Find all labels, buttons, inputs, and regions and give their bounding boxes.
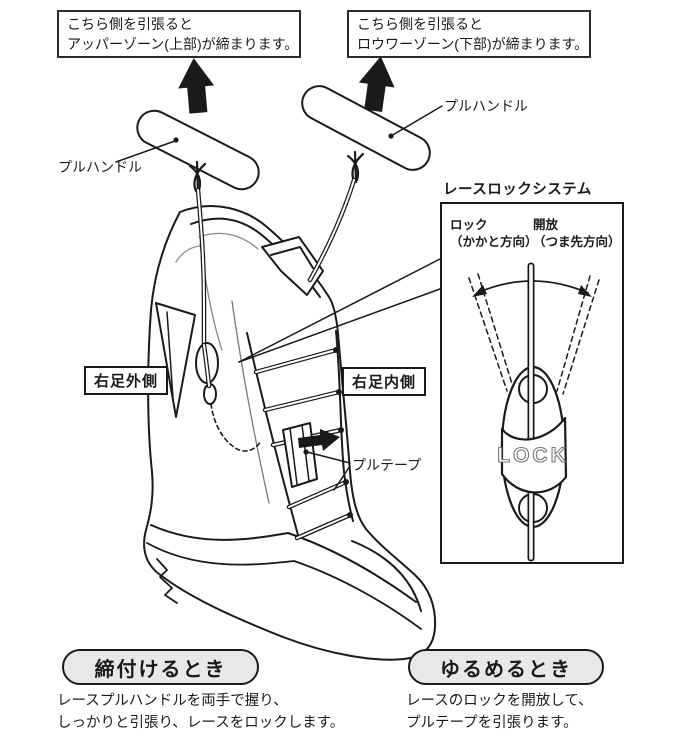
lace-knot-right <box>346 150 365 184</box>
boot-outline <box>143 205 437 661</box>
sole <box>150 524 417 603</box>
note-lower-zone: こちら側を引張ると ロウワーゾーン(下部)が締まります。 <box>347 10 591 58</box>
right-foot-inner-tag: 右足内側 <box>342 367 427 396</box>
pull-up-arrow-left-icon <box>178 58 215 114</box>
note-line: こちら側を引張ると <box>357 16 483 32</box>
inset-open-column: 開放 （つま先方向） <box>533 217 621 251</box>
desc-line: レースのロックを開放して、 <box>406 693 593 709</box>
note-line: アッパーゾーン(上部)が締まります。 <box>67 36 299 52</box>
pull-handle-left-label: プルハンドル <box>58 159 142 175</box>
heel-tab <box>155 302 196 418</box>
note-line: こちら側を引張ると <box>67 16 193 32</box>
inset-open-sub: （つま先方向） <box>533 235 621 249</box>
pull-handle-right-label: プルハンドル <box>444 98 528 114</box>
inset-lock-column: ロック （かかと方向） <box>450 217 538 251</box>
desc-line: しっかりと引張り、レースをロックします。 <box>57 715 345 731</box>
leader-lines <box>115 105 443 491</box>
tighten-pill: 締付けるとき <box>62 649 259 685</box>
inset-lock-sub: （かかと方向） <box>450 235 538 249</box>
desc-line: レースプルハンドルを両手で握り、 <box>57 693 288 709</box>
pull-tape-strap <box>282 422 340 488</box>
note-upper-zone: こちら側を引張ると アッパーゾーン(上部)が締まります。 <box>57 10 301 58</box>
note-line: ロウワーゾーン(下部)が締まります。 <box>357 36 589 52</box>
inset-lock-label: ロック <box>450 218 488 232</box>
pull-up-arrow-right-icon <box>358 56 395 112</box>
desc-line: プルテープを引張ります。 <box>406 715 578 731</box>
pull-tape-label: プルテープ <box>352 457 422 473</box>
inset-open-label: 開放 <box>533 218 559 232</box>
inset-title: レースロックシステム <box>443 182 592 198</box>
pull-tape-arrow-icon <box>298 429 340 451</box>
inset-frame <box>440 202 624 564</box>
boot-laces <box>253 347 353 541</box>
tighten-description: レースプルハンドルを両手で握り、 しっかりと引張り、レースをロックします。 <box>57 690 344 734</box>
liner-strap <box>261 236 324 296</box>
loosen-pill: ゆるめるとき <box>408 649 604 685</box>
lace-knot-left <box>188 160 207 194</box>
pull-handle-right <box>301 85 431 283</box>
right-foot-outer-tag: 右足外側 <box>84 366 169 395</box>
lace-lock-device <box>195 342 262 452</box>
loosen-description: レースのロックを開放して、 プルテープを引張ります。 <box>406 690 593 734</box>
pull-handle-left <box>136 109 260 347</box>
